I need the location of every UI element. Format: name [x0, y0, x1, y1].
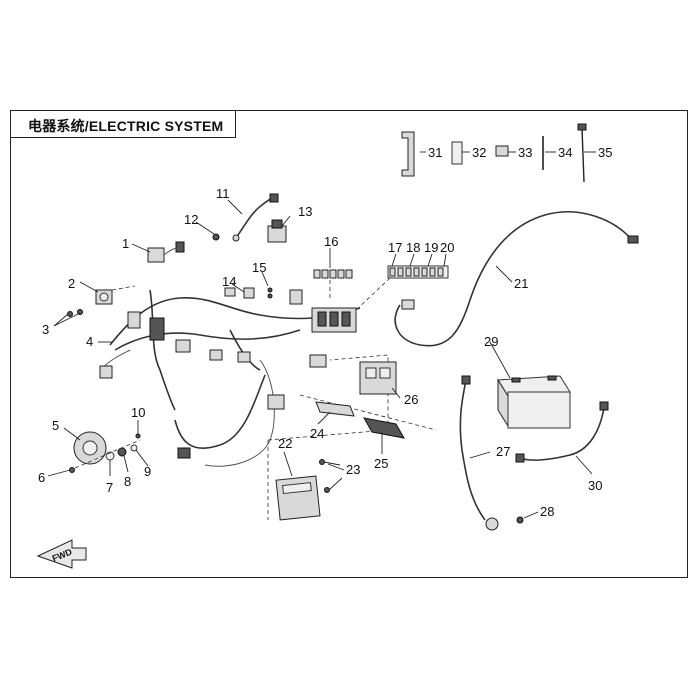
part-35-cable-tie: [577, 123, 587, 183]
callout-14: 14: [222, 274, 236, 289]
part-16-fuses: [313, 269, 353, 300]
part-12-clip: [212, 233, 220, 241]
part-33-clip: [495, 145, 509, 157]
callout-22: 22: [278, 436, 292, 451]
callout-9: 9: [144, 464, 151, 479]
forward-arrow-icon: FWD: [36, 539, 87, 569]
title-box: [10, 110, 236, 138]
part-1-connector: [147, 241, 185, 263]
callout-24: 24: [310, 426, 324, 441]
part-17-20-fuses: [355, 265, 449, 311]
callout-16: 16: [324, 234, 338, 249]
callout-8: 8: [124, 474, 131, 489]
callout-6: 6: [38, 470, 45, 485]
callout-13: 13: [298, 204, 312, 219]
part-27-cable: [459, 375, 499, 531]
callout-18: 18: [406, 240, 420, 255]
part-28-bolt: [516, 516, 524, 524]
part-9-washer: [130, 444, 138, 452]
part-23-bolts: [319, 459, 343, 493]
part-15-screw: [267, 287, 273, 293]
callout-17: 17: [388, 240, 402, 255]
part-22-ecu: [267, 354, 389, 521]
part-24-bracket: [299, 394, 437, 431]
part-8-nut: [117, 447, 127, 457]
diagram-title: 电器系统/ELECTRIC SYSTEM: [28, 118, 224, 134]
callout-15: 15: [252, 260, 266, 275]
part-25-module: [363, 417, 405, 439]
part-29-battery: [497, 375, 571, 429]
callout-7: 7: [106, 480, 113, 495]
callout-12: 12: [184, 212, 198, 227]
part-14-connector: [243, 287, 255, 299]
callout-20: 20: [440, 240, 454, 255]
callout-labels: 1 2 3 4 5 6 7 8 9 10 11 12 13 14 15 16 1…: [38, 145, 612, 519]
part-10-nut: [135, 433, 141, 439]
callout-35: 35: [598, 145, 612, 160]
callout-11: 11: [216, 186, 230, 201]
callout-23: 23: [346, 462, 360, 477]
part-11-cable: [232, 193, 279, 242]
part-15-screw-2: [267, 293, 273, 299]
part-26-fuse-box: [359, 361, 397, 395]
callout-3: 3: [42, 322, 49, 337]
callout-25: 25: [374, 456, 388, 471]
callout-29: 29: [484, 334, 498, 349]
leader-lines: [47, 151, 596, 519]
callout-34: 34: [558, 145, 572, 160]
main-wiring-harness: [99, 287, 361, 467]
part-6-screw: [69, 467, 75, 473]
horn-assembly-line: [74, 439, 141, 469]
callout-26: 26: [404, 392, 418, 407]
part-13-relay: [267, 219, 287, 243]
callout-5: 5: [52, 418, 59, 433]
callout-21: 21: [514, 276, 528, 291]
part-5-horn: [73, 431, 107, 465]
callout-33: 33: [518, 145, 532, 160]
part-31-bracket: [401, 131, 415, 177]
callout-31: 31: [428, 145, 442, 160]
callout-19: 19: [424, 240, 438, 255]
callout-4: 4: [86, 334, 93, 349]
part-2-sensor: [95, 285, 136, 305]
callout-1: 1: [122, 236, 129, 251]
diagram-frame: [10, 110, 688, 578]
callout-30: 30: [588, 478, 602, 493]
callout-2: 2: [68, 276, 75, 291]
part-21-cable: [394, 211, 639, 347]
callout-10: 10: [131, 405, 145, 420]
callout-28: 28: [540, 504, 554, 519]
callout-32: 32: [472, 145, 486, 160]
callout-27: 27: [496, 444, 510, 459]
part-32-pad: [451, 141, 463, 165]
part-30-cable: [515, 401, 609, 463]
